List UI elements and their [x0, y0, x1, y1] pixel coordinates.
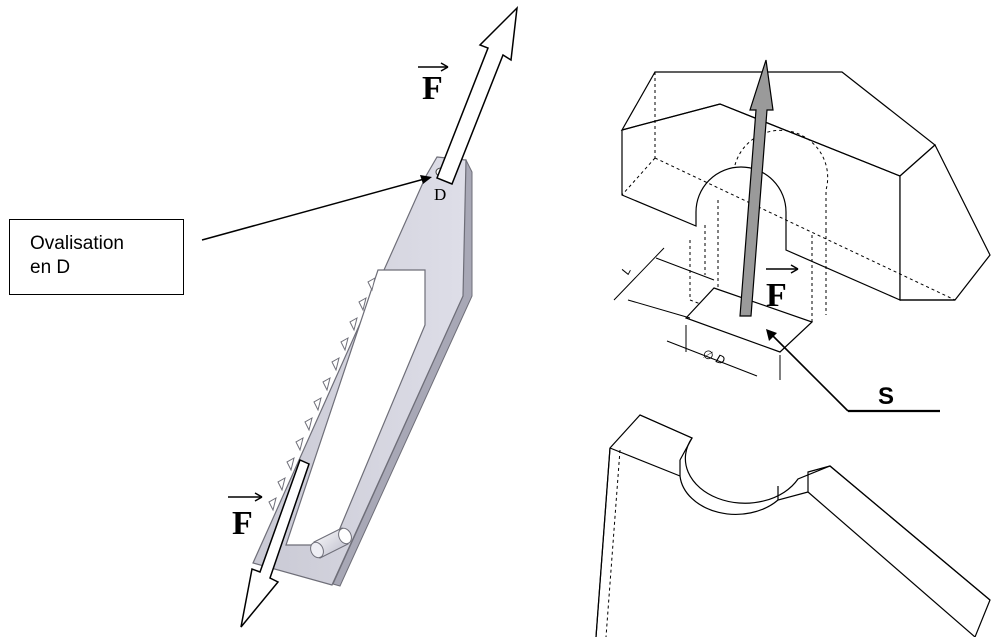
force-label-bottom-text: F [232, 505, 253, 542]
dimension-length [613, 247, 715, 319]
force-label-top: F [418, 62, 449, 107]
force-label-bottom: F [228, 492, 263, 542]
section-pointer: S [766, 329, 940, 413]
dimension-diameter-label: ∅ D [701, 347, 727, 368]
callout-line1: Ovalisation [30, 233, 124, 254]
force-arrow-bottom [240, 458, 310, 628]
clevis-block-top [620, 71, 991, 331]
point-d-label: D [434, 185, 446, 204]
lower-block [595, 414, 991, 637]
pin [310, 527, 352, 559]
force-label-top-text: F [422, 70, 443, 107]
slotted-plate [252, 156, 473, 587]
section-label: S [878, 383, 894, 410]
callout-line2: en D [30, 257, 71, 278]
callout-box: Ovalisation en D [9, 219, 184, 295]
dimension-length-label: L [618, 264, 634, 276]
force-label-right-text: F [766, 277, 787, 314]
slot-notches [268, 276, 376, 512]
force-arrow-right [739, 59, 774, 317]
shear-section [684, 287, 814, 353]
callout-leader [201, 175, 432, 241]
force-label-right: F [766, 264, 799, 314]
dimension-diameter [666, 325, 781, 380]
force-arrow-top [436, 5, 518, 185]
